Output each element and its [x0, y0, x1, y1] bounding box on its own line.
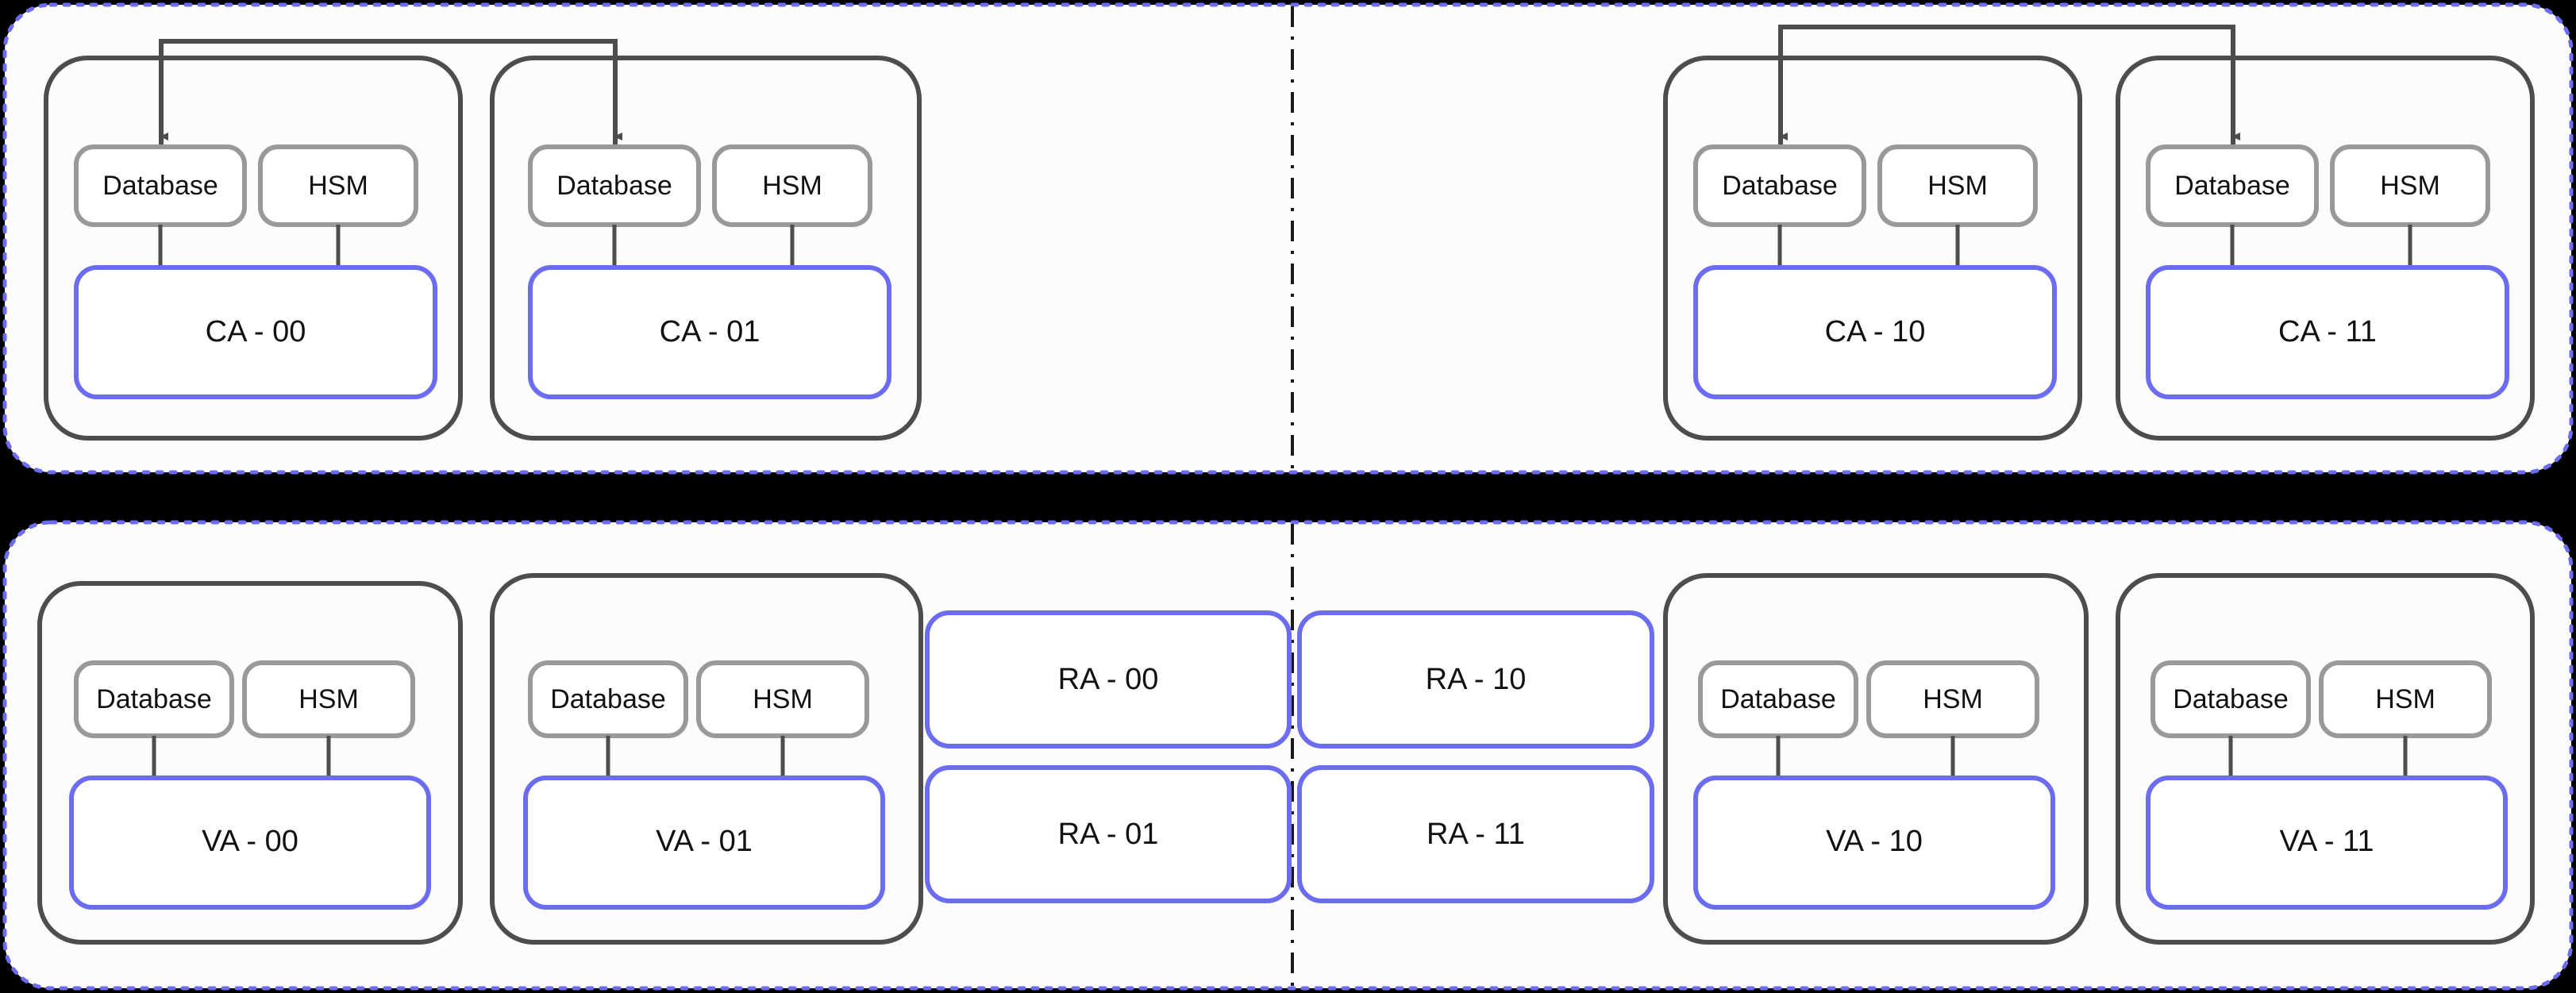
ra-box[interactable]	[925, 610, 1292, 749]
database-label: Database	[550, 684, 666, 714]
ra-box[interactable]	[925, 765, 1292, 903]
hsm-label: HSM	[2375, 684, 2435, 714]
va-host-01[interactable]: Database HSM VA - 01	[490, 573, 923, 945]
database-label: Database	[556, 171, 672, 201]
host-container	[44, 56, 463, 441]
database-label: Database	[96, 684, 212, 714]
service-label: VA - 00	[202, 825, 298, 858]
service-box[interactable]	[2146, 265, 2509, 399]
ra-10[interactable]: RA - 10	[1297, 610, 1654, 749]
hsm-label: HSM	[762, 171, 822, 201]
ca-db-replication-left	[159, 39, 622, 147]
host-container	[1663, 573, 2089, 945]
hsm-label: HSM	[2380, 171, 2440, 201]
database-label: Database	[1722, 171, 1838, 201]
ca-host-00[interactable]: Database HSM CA - 00	[44, 56, 463, 441]
database-label: Database	[1720, 684, 1836, 714]
ca-tier-panel	[2, 2, 2574, 475]
ra-label: RA - 11	[1427, 818, 1525, 851]
database-label: Database	[2174, 171, 2290, 201]
host-container	[2116, 573, 2535, 945]
hsm-label: HSM	[298, 684, 359, 714]
va-host-10[interactable]: Database HSM VA - 10	[1663, 573, 2089, 945]
database-label: Database	[102, 171, 218, 201]
hsm-label: HSM	[1923, 684, 1983, 714]
ra-01[interactable]: RA - 01	[925, 765, 1292, 903]
host-container	[1663, 56, 2082, 441]
service-label: CA - 11	[2278, 315, 2377, 348]
database-label: Database	[2173, 684, 2289, 714]
ra-label: RA - 10	[1426, 663, 1527, 696]
va-ra-tier-panel	[2, 520, 2574, 991]
host-container	[490, 56, 922, 441]
va-host-11[interactable]: Database HSM VA - 11	[2116, 573, 2535, 945]
host-container	[2116, 56, 2535, 441]
hsm-label: HSM	[753, 684, 813, 714]
ra-11[interactable]: RA - 11	[1297, 765, 1654, 903]
ra-box[interactable]	[1297, 610, 1654, 749]
service-box[interactable]	[2146, 776, 2508, 910]
service-box[interactable]	[523, 776, 885, 910]
ca-host-11[interactable]: Database HSM CA - 11	[2116, 56, 2535, 441]
service-box[interactable]	[528, 265, 891, 399]
service-label: CA - 01	[660, 315, 760, 348]
service-box[interactable]	[1693, 776, 2055, 910]
ca-host-10[interactable]: Database HSM CA - 10	[1663, 56, 2082, 441]
ra-box[interactable]	[1297, 765, 1654, 903]
service-label: VA - 11	[2280, 825, 2374, 858]
service-label: VA - 10	[1826, 825, 1923, 858]
service-label: VA - 01	[656, 825, 753, 858]
service-label: CA - 10	[1825, 315, 1926, 348]
host-container	[37, 581, 463, 945]
ra-label: RA - 00	[1058, 663, 1159, 696]
ra-label: RA - 01	[1058, 818, 1159, 851]
hsm-label: HSM	[308, 171, 368, 201]
ra-00[interactable]: RA - 00	[925, 610, 1292, 749]
service-box[interactable]	[74, 265, 437, 399]
hsm-label: HSM	[1927, 171, 1988, 201]
ca-host-01[interactable]: Database HSM CA - 01	[490, 56, 922, 441]
service-box[interactable]	[1693, 265, 2057, 399]
ca-db-replication-right	[1778, 25, 2240, 147]
va-host-00[interactable]: Database HSM VA - 00	[37, 581, 463, 945]
service-box[interactable]	[69, 776, 431, 910]
service-label: CA - 00	[206, 315, 306, 348]
host-container	[490, 573, 923, 945]
